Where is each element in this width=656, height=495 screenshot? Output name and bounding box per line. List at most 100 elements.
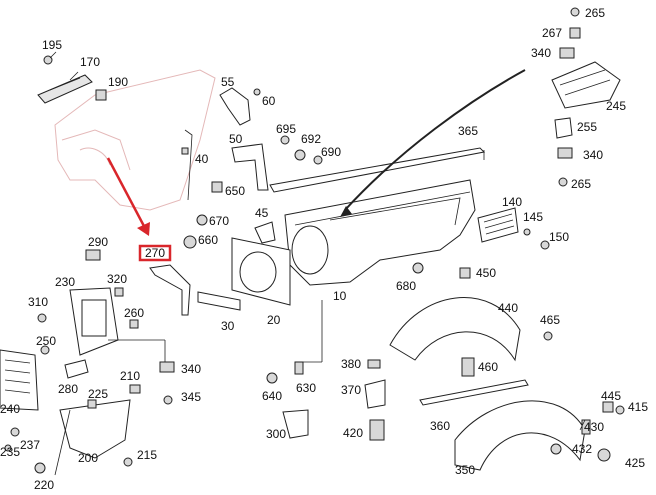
callout-label: 380 bbox=[341, 357, 361, 371]
callout-label: 290 bbox=[88, 235, 108, 249]
part-45-bracket bbox=[254, 221, 276, 244]
part-200-cover bbox=[59, 399, 131, 459]
part-245-light bbox=[551, 61, 621, 109]
callout-label: 237 bbox=[20, 438, 40, 452]
leader-lines bbox=[49, 51, 586, 476]
part-350-flare bbox=[454, 400, 586, 471]
callout-label: 415 bbox=[628, 400, 648, 414]
part-340-265-right bbox=[557, 147, 573, 187]
callout-label: 460 bbox=[478, 360, 498, 374]
callout-label: 55 bbox=[221, 75, 235, 89]
part-170-panel bbox=[37, 74, 93, 104]
callout-label: 30 bbox=[221, 319, 235, 333]
callout-label: 692 bbox=[301, 132, 321, 146]
callout-label: 215 bbox=[137, 448, 157, 462]
highlight-box: 270 bbox=[138, 244, 172, 262]
part-420-fastener bbox=[369, 419, 385, 441]
callout-label: 210 bbox=[120, 369, 140, 383]
callout-label: 255 bbox=[577, 120, 597, 134]
callout-label: 225 bbox=[88, 387, 108, 401]
callout-label: 640 bbox=[262, 389, 282, 403]
callout-label: 345 bbox=[181, 390, 201, 404]
callout-label: 265 bbox=[571, 177, 591, 191]
ghost-body-outline bbox=[54, 69, 216, 211]
part-380-370-brackets bbox=[364, 359, 386, 409]
callout-label: 140 bbox=[502, 195, 522, 209]
part-20-wheelhouse bbox=[231, 237, 291, 306]
callout-label: 660 bbox=[198, 233, 218, 247]
part-695-692-690-washers bbox=[280, 135, 323, 165]
callout-label: 680 bbox=[396, 279, 416, 293]
callout-label: 450 bbox=[476, 266, 496, 280]
callout-label: 240 bbox=[0, 402, 20, 416]
callout-label: 300 bbox=[266, 427, 286, 441]
callout-label: 695 bbox=[276, 122, 296, 136]
callout-label: 425 bbox=[625, 456, 645, 470]
part-230-frame bbox=[69, 287, 119, 356]
part-10-fender bbox=[284, 179, 476, 286]
callout-label: 340 bbox=[583, 148, 603, 162]
part-140-grille bbox=[477, 207, 550, 250]
part-440-liner bbox=[389, 297, 521, 362]
callout-label: 235 bbox=[0, 445, 20, 459]
callout-label: 320 bbox=[107, 272, 127, 286]
part-310-250-screws bbox=[37, 313, 50, 355]
callout-label: 200 bbox=[78, 451, 98, 465]
callout-label: 430 bbox=[584, 420, 604, 434]
callout-label: 465 bbox=[540, 313, 560, 327]
callout-label: 630 bbox=[296, 381, 316, 395]
part-50-bracket bbox=[231, 143, 269, 191]
callout-label: 170 bbox=[80, 55, 100, 69]
part-445-415-430-432-425-hardware bbox=[550, 401, 625, 462]
callout-label: 670 bbox=[209, 214, 229, 228]
highlight-box-label: 270 bbox=[145, 246, 165, 260]
callout-label: 280 bbox=[58, 382, 78, 396]
part-290-clip bbox=[85, 249, 101, 261]
callout-label: 190 bbox=[108, 75, 128, 89]
callout-label: 20 bbox=[267, 313, 281, 327]
callout-label: 265 bbox=[585, 6, 605, 20]
callout-label: 340 bbox=[531, 46, 551, 60]
callout-label: 40 bbox=[195, 152, 209, 166]
callout-label: 370 bbox=[341, 383, 361, 397]
part-237-235-220-fasteners bbox=[4, 427, 46, 474]
callout-label: 150 bbox=[549, 230, 569, 244]
callout-label: 432 bbox=[572, 442, 592, 456]
callout-label: 360 bbox=[430, 419, 450, 433]
part-360-strip bbox=[419, 379, 529, 406]
part-240-grille bbox=[0, 349, 39, 411]
callout-label: 50 bbox=[229, 132, 243, 146]
callout-label: 350 bbox=[455, 463, 475, 477]
part-650-clip bbox=[211, 181, 223, 193]
part-640-630-fasteners bbox=[266, 361, 304, 384]
part-280-bracket bbox=[64, 359, 89, 379]
part-680-screw bbox=[412, 262, 424, 274]
callout-label: 365 bbox=[458, 124, 478, 138]
part-55-bracket bbox=[219, 87, 261, 126]
callout-label: 440 bbox=[498, 301, 518, 315]
part-450-clip bbox=[459, 267, 471, 279]
callout-label: 230 bbox=[55, 275, 75, 289]
callout-label: 10 bbox=[333, 289, 347, 303]
callout-label: 145 bbox=[523, 210, 543, 224]
part-465-460-fasteners bbox=[461, 331, 553, 377]
part-30-brace bbox=[197, 291, 241, 311]
part-255-cap bbox=[554, 117, 573, 139]
callout-labels: 195 170 190 55 60 50 40 650 695 692 690 … bbox=[0, 6, 648, 492]
callout-label: 340 bbox=[181, 362, 201, 376]
part-340-345-lower bbox=[159, 361, 175, 405]
part-265-screw-top bbox=[570, 7, 580, 17]
callout-label: 195 bbox=[42, 38, 62, 52]
callout-label: 445 bbox=[601, 389, 621, 403]
highlight-arrow bbox=[106, 157, 150, 236]
callout-label: 245 bbox=[606, 99, 626, 113]
callout-label: 420 bbox=[343, 426, 363, 440]
part-267-340-clip bbox=[559, 27, 581, 59]
callout-label: 260 bbox=[124, 306, 144, 320]
part-365-strip bbox=[269, 147, 486, 193]
callout-label: 690 bbox=[321, 145, 341, 159]
part-300-bracket bbox=[282, 409, 309, 439]
callout-label: 60 bbox=[262, 94, 276, 108]
pointer-arrow bbox=[340, 69, 526, 217]
